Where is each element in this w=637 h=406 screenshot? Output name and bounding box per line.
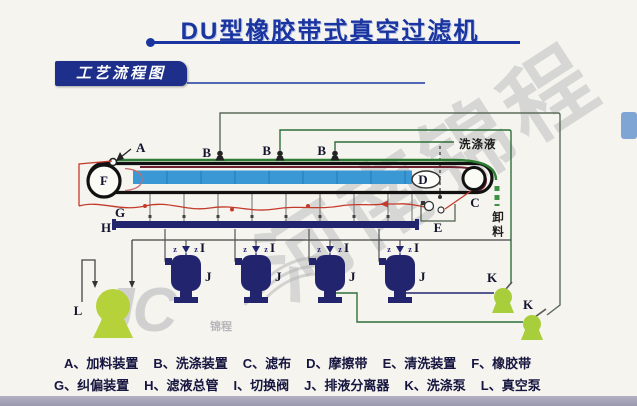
legend-item-l: L、真空泵 — [480, 378, 541, 393]
label-i3: I — [344, 240, 349, 255]
feed-arrow-line — [120, 148, 132, 158]
vacuum-chamber-ticks — [166, 170, 406, 184]
vacuum-pump — [93, 289, 133, 338]
edge-blue-mark — [621, 112, 637, 139]
legend-item-a: A、加料装置 — [64, 356, 139, 371]
wash-pump-k1 — [492, 281, 514, 313]
valve-mark: z — [387, 245, 391, 254]
label-l: L — [74, 303, 83, 318]
arrow-to-vacuum-pump-1 — [92, 281, 98, 288]
valve-mark: z — [408, 245, 412, 254]
label-f: F — [100, 173, 108, 188]
legend-item-h: H、滤液总管 — [144, 378, 219, 393]
valve-mark: z — [264, 245, 268, 254]
drainage-pipe-joints — [148, 215, 390, 218]
title-underline — [152, 41, 520, 44]
label-h: H — [101, 220, 111, 235]
label-j4: J — [419, 269, 426, 284]
page-title: DU型橡胶带式真空过滤机 — [180, 18, 480, 45]
friction-belt — [411, 170, 441, 189]
slurry-cake-band — [133, 170, 412, 184]
label-j1: J — [205, 269, 212, 284]
section-label-rule — [187, 82, 425, 84]
filtrate-manifold — [112, 219, 419, 230]
feed-arrow-head — [116, 152, 124, 161]
legend-item-c: C、滤布 — [242, 356, 292, 371]
wash-liquid-lines — [219, 112, 561, 316]
drain-separators — [165, 255, 415, 303]
cloth-washing-device — [420, 200, 456, 222]
legend-item-b: B、洗涤装置 — [153, 356, 228, 371]
legend-item-g: G、纠偏装置 — [54, 378, 130, 393]
valve-mark: z — [243, 245, 247, 254]
label-k1: K — [487, 270, 498, 285]
label-i1: I — [200, 240, 205, 255]
discharge-label: 卸料 — [491, 210, 504, 240]
label-a: A — [136, 140, 146, 155]
valve-mark: z — [317, 245, 321, 254]
label-k2: K — [523, 297, 534, 312]
arrow-to-vacuum-pump-2 — [129, 281, 135, 288]
belt-top-green — [117, 158, 498, 181]
wash-liquid-label: 洗涤液 — [459, 137, 497, 151]
label-b3: B — [317, 143, 326, 158]
label-b2: B — [262, 143, 271, 158]
legend-row-1: A、加料装置 B、洗涤装置 C、滤布 D、摩擦带 E、清洗装置 F、橡胶带 — [64, 353, 637, 372]
legend-item-j: J、排液分离器 — [304, 378, 390, 393]
legend-item-i: I、切换阀 — [233, 378, 290, 393]
title-underline-dot — [146, 38, 155, 47]
separator-3 — [309, 255, 345, 303]
separator-2 — [235, 255, 271, 303]
wash-pump-k2 — [521, 308, 547, 340]
valve-mark: z — [338, 245, 342, 254]
legend: A、加料装置 B、洗涤装置 C、滤布 D、摩擦带 E、清洗装置 F、橡胶带 G、… — [0, 353, 637, 394]
label-c: C — [470, 195, 479, 210]
cloth-direction-arrow — [380, 200, 388, 208]
separator-1 — [165, 255, 201, 303]
valve-mark: z — [194, 245, 198, 254]
roller-right — [461, 166, 487, 191]
vacuum-lines — [81, 239, 511, 302]
section-label-badge: 工艺流程图 — [55, 61, 187, 86]
roller-f — [86, 163, 122, 199]
label-b1: B — [202, 145, 211, 160]
feed-point — [108, 157, 118, 167]
label-g: G — [115, 205, 125, 220]
label-j2: J — [275, 269, 282, 284]
legend-item-e: E、清洗装置 — [382, 356, 457, 371]
legend-item-f: F、橡胶带 — [471, 356, 532, 371]
switching-valves: z z z z z z z z — [173, 245, 412, 257]
legend-item-d: D、摩擦带 — [306, 356, 368, 371]
legend-row-2: G、纠偏装置 H、滤液总管 I、切换阀 J、排液分离器 K、洗涤泵 L、真空泵 — [54, 375, 637, 394]
cloth-guide-rollers — [143, 200, 388, 212]
separator-4 — [379, 255, 415, 303]
belt-assembly — [86, 157, 500, 206]
label-e: E — [434, 220, 443, 235]
separator3-to-pump-k2 — [336, 292, 523, 323]
bottom-strip — [0, 396, 637, 406]
label-i2: I — [270, 240, 275, 255]
valve-mark: z — [173, 245, 177, 254]
label-d: D — [418, 172, 427, 187]
label-i4: I — [414, 240, 419, 255]
label-j3: J — [349, 269, 356, 284]
spray-nozzles — [215, 150, 340, 161]
legend-item-k: K、洗涤泵 — [404, 378, 466, 393]
